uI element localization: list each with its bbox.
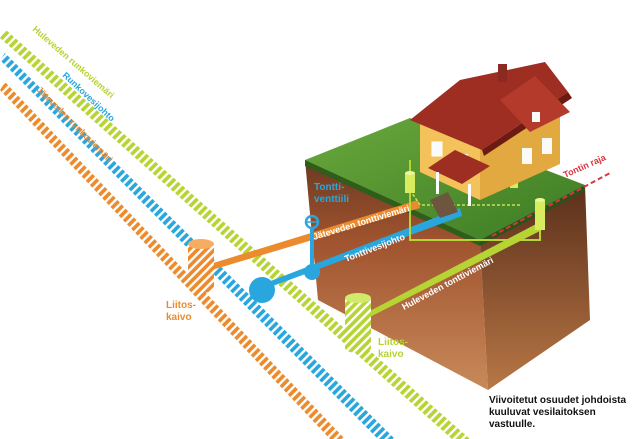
water-branch-fitting — [249, 277, 275, 303]
house-side-wall — [480, 112, 560, 200]
house-roof-cross — [500, 76, 570, 132]
soil-front-face — [305, 160, 488, 390]
connection-well-waste — [188, 239, 214, 293]
porch-roof — [428, 150, 490, 184]
label-plot-valve: Tontti- venttiili — [314, 182, 349, 205]
responsibility-note: Viivoitetut osuudet johdoista kuuluvat v… — [489, 395, 627, 430]
plot-boundary-line — [491, 171, 613, 237]
label-plot-valve-line1: Tontti- — [314, 182, 344, 193]
plot-valve — [249, 214, 320, 303]
waste-main-pipe — [0, 82, 345, 439]
connection-well-storm — [345, 293, 371, 353]
storm-plot-sewer-pipe — [360, 222, 542, 322]
soil-right-face — [480, 185, 590, 390]
label-plot-boundary: Tontin raja — [562, 152, 608, 180]
porch-steps — [430, 192, 458, 218]
house — [410, 62, 572, 218]
label-connection-well-storm: Liitos- kaivo — [378, 337, 411, 360]
chimney — [498, 64, 507, 82]
label-plot-valve-line2: venttiili — [314, 194, 349, 205]
label-connection-well-waste: Liitos- kaivo — [166, 300, 199, 323]
